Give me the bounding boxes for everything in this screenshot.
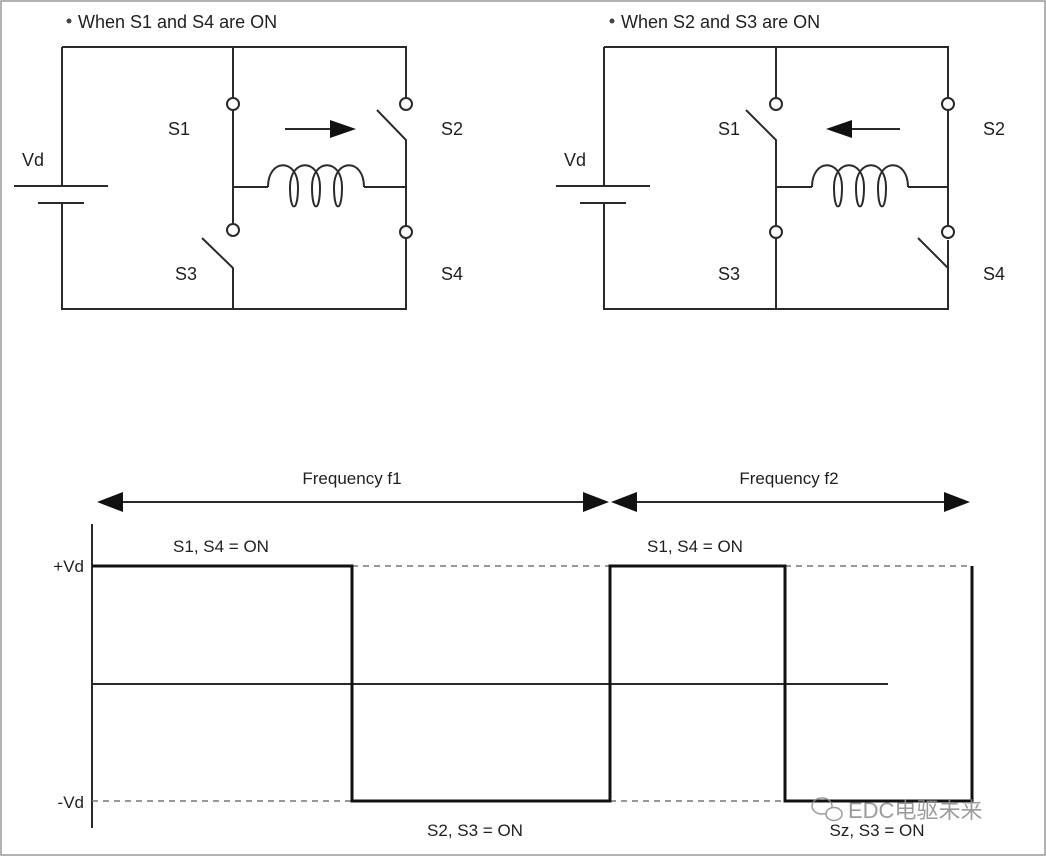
- right-s1-contact: [769, 97, 783, 111]
- left-s1-label: S1: [168, 119, 190, 139]
- state-s2s3-label-b: Sz, S3 = ON: [830, 821, 925, 840]
- square-wave: [92, 564, 974, 803]
- state-s1s4-label-b: S1, S4 = ON: [647, 537, 743, 556]
- left-s3-contact: [226, 223, 240, 237]
- bullet-icon: [66, 18, 72, 24]
- state-s1s4-label-a: S1, S4 = ON: [173, 537, 269, 556]
- arrowhead-right-icon: [944, 492, 970, 512]
- circuit-left: When S1 and S4 are ON Vd S1 S3 S2 S4: [14, 12, 463, 310]
- wechat-icon: [811, 797, 843, 822]
- right-s4-blade: [917, 237, 949, 309]
- left-arrow-icon: [826, 120, 852, 138]
- circuit-right: When S2 and S3 are ON Vd S1 S3 S2 S4: [556, 12, 1005, 310]
- right-top-rail: [604, 46, 949, 98]
- left-s4-contact: [399, 225, 413, 239]
- left-s2-contact: [399, 97, 413, 111]
- minus-vd-label: -Vd: [58, 793, 84, 812]
- watermark-text: EDC电驱未来: [848, 798, 982, 823]
- right-inductor-coil: [811, 164, 909, 208]
- circuit-right-caption: When S2 and S3 are ON: [621, 12, 820, 32]
- right-s3-label: S3: [718, 264, 740, 284]
- left-s2-label: S2: [441, 119, 463, 139]
- right-s1-label: S1: [718, 119, 740, 139]
- left-s3-blade: [201, 237, 234, 309]
- right-s1-blade: [745, 109, 777, 187]
- arrowhead-left-icon: [611, 492, 637, 512]
- left-s3-label: S3: [175, 264, 197, 284]
- right-s4-contact: [941, 225, 955, 239]
- left-vd-label: Vd: [22, 150, 44, 170]
- right-vd-label: Vd: [564, 150, 586, 170]
- right-s4-label: S4: [983, 264, 1005, 284]
- plus-vd-label: +Vd: [53, 557, 84, 576]
- right-arrow-icon: [330, 120, 356, 138]
- watermark: EDC电驱未来: [811, 797, 982, 823]
- left-s4-label: S4: [441, 264, 463, 284]
- arrowhead-left-icon: [97, 492, 123, 512]
- waveform: Frequency f1 Frequency f2 +Vd -Vd S1, S4…: [53, 469, 974, 840]
- right-s2-label: S2: [983, 119, 1005, 139]
- right-s3-contact: [769, 225, 783, 239]
- bullet-icon: [609, 18, 615, 24]
- circuit-left-caption: When S1 and S4 are ON: [78, 12, 277, 32]
- freq2-label: Frequency f2: [739, 469, 838, 488]
- freq1-label: Frequency f1: [302, 469, 401, 488]
- left-s1-contact: [226, 97, 240, 111]
- right-s2-contact: [941, 97, 955, 111]
- state-s2s3-label-a: S2, S3 = ON: [427, 821, 523, 840]
- left-inductor-coil: [267, 164, 365, 208]
- arrowhead-right-icon: [583, 492, 609, 512]
- left-top-rail: [62, 46, 407, 104]
- left-s2-blade: [376, 109, 407, 187]
